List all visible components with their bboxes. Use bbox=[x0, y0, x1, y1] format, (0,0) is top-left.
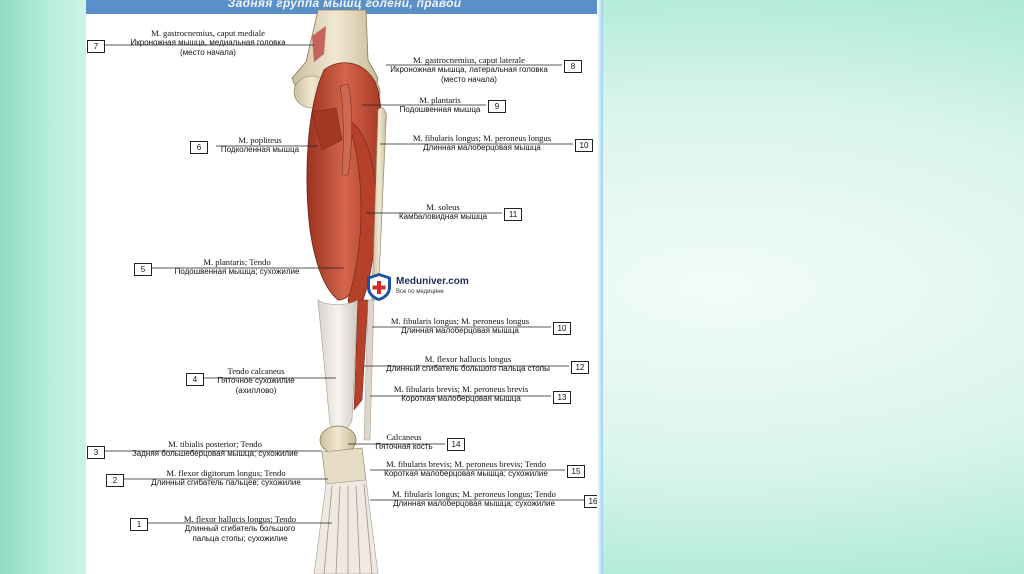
label-number: 3 bbox=[87, 446, 105, 459]
label-number: 10 bbox=[553, 322, 571, 335]
label-tendo-calcaneus: Tendo calcaneus Пяточное сухожилие (ахил… bbox=[217, 366, 295, 395]
label-number: 8 bbox=[564, 60, 582, 73]
achilles-tendon bbox=[317, 299, 359, 431]
slide-background-band bbox=[0, 0, 86, 574]
fibula-bone bbox=[371, 107, 387, 301]
label-number: 7 bbox=[87, 40, 105, 53]
anatomy-plate: Задняя группа мышц голени, правой bbox=[86, 0, 603, 574]
label-popliteus: M. popliteus Подколенная мышца bbox=[220, 135, 300, 154]
medial-head-origin bbox=[312, 26, 326, 62]
watermark-logo: Meduniver.com Все по медицине bbox=[366, 272, 486, 302]
shield-icon bbox=[367, 273, 391, 301]
plantaris-muscle bbox=[339, 83, 352, 176]
ankle-bones bbox=[321, 447, 367, 485]
plate-header-bar bbox=[86, 0, 603, 14]
label-plantaris-tendon: M. plantaris; Tendo Подошвенная мышца; с… bbox=[174, 257, 300, 276]
label-flexor-hallucis-longus: M. flexor hallucis longus Длинный сгибат… bbox=[386, 354, 550, 373]
label-fibularis-longus-lower: M. fibularis longus; M. peroneus longus … bbox=[390, 316, 530, 335]
label-fibularis-longus-tendon: M. fibularis longus; M. peroneus longus;… bbox=[392, 489, 556, 508]
label-number: 14 bbox=[447, 438, 465, 451]
label-number: 11 bbox=[504, 208, 522, 221]
label-calcaneus: Calcaneus Пяточная кость bbox=[375, 432, 433, 451]
label-number: 6 bbox=[190, 141, 208, 154]
peroneus-tendon bbox=[363, 299, 375, 441]
leg-illustration bbox=[102, 9, 584, 574]
plate-title: Задняя группа мышц голени, правой bbox=[227, 0, 462, 10]
label-number: 13 bbox=[553, 391, 571, 404]
foot-tendons bbox=[313, 479, 379, 574]
leader-lines bbox=[102, 44, 584, 524]
plate-edge-shadow bbox=[597, 0, 603, 574]
label-number: 12 bbox=[571, 361, 589, 374]
label-number: 5 bbox=[134, 263, 152, 276]
label-gastrocnemius-medial: M. gastrocnemius, caput mediale Икроножн… bbox=[130, 28, 286, 57]
label-number: 4 bbox=[186, 373, 204, 386]
label-soleus: M. soleus Камбаловидная мышца bbox=[398, 202, 488, 221]
label-fibularis-brevis: M. fibularis brevis; M. peroneus brevis … bbox=[393, 384, 529, 403]
label-number: 1 bbox=[130, 518, 148, 531]
label-plantaris: M. plantaris Подошвенная мышца bbox=[399, 95, 481, 114]
popliteus-muscle bbox=[311, 107, 343, 151]
label-gastrocnemius-lateral: M. gastrocnemius, caput laterale Икронож… bbox=[390, 55, 548, 84]
label-number: 10 bbox=[575, 139, 593, 152]
flexor-hallucis-muscle bbox=[353, 299, 369, 411]
label-fibularis-longus: M. fibularis longus; M. peroneus longus … bbox=[412, 133, 552, 152]
label-flexor-hallucis-tendon: M. flexor hallucis longus; Tendo Длинный… bbox=[183, 514, 297, 543]
label-number: 2 bbox=[106, 474, 124, 487]
label-tibialis-posterior: M. tibialis posterior; Tendo Задняя боль… bbox=[131, 439, 299, 458]
label-flexor-digitorum-longus: M. flexor digitorum longus; Tendo Длинны… bbox=[151, 468, 301, 487]
label-number: 15 bbox=[567, 465, 585, 478]
label-number: 9 bbox=[488, 100, 506, 113]
label-fibularis-brevis-tendon: M. fibularis brevis; M. peroneus brevis;… bbox=[384, 459, 548, 478]
toe-tendon-lines bbox=[323, 483, 373, 574]
